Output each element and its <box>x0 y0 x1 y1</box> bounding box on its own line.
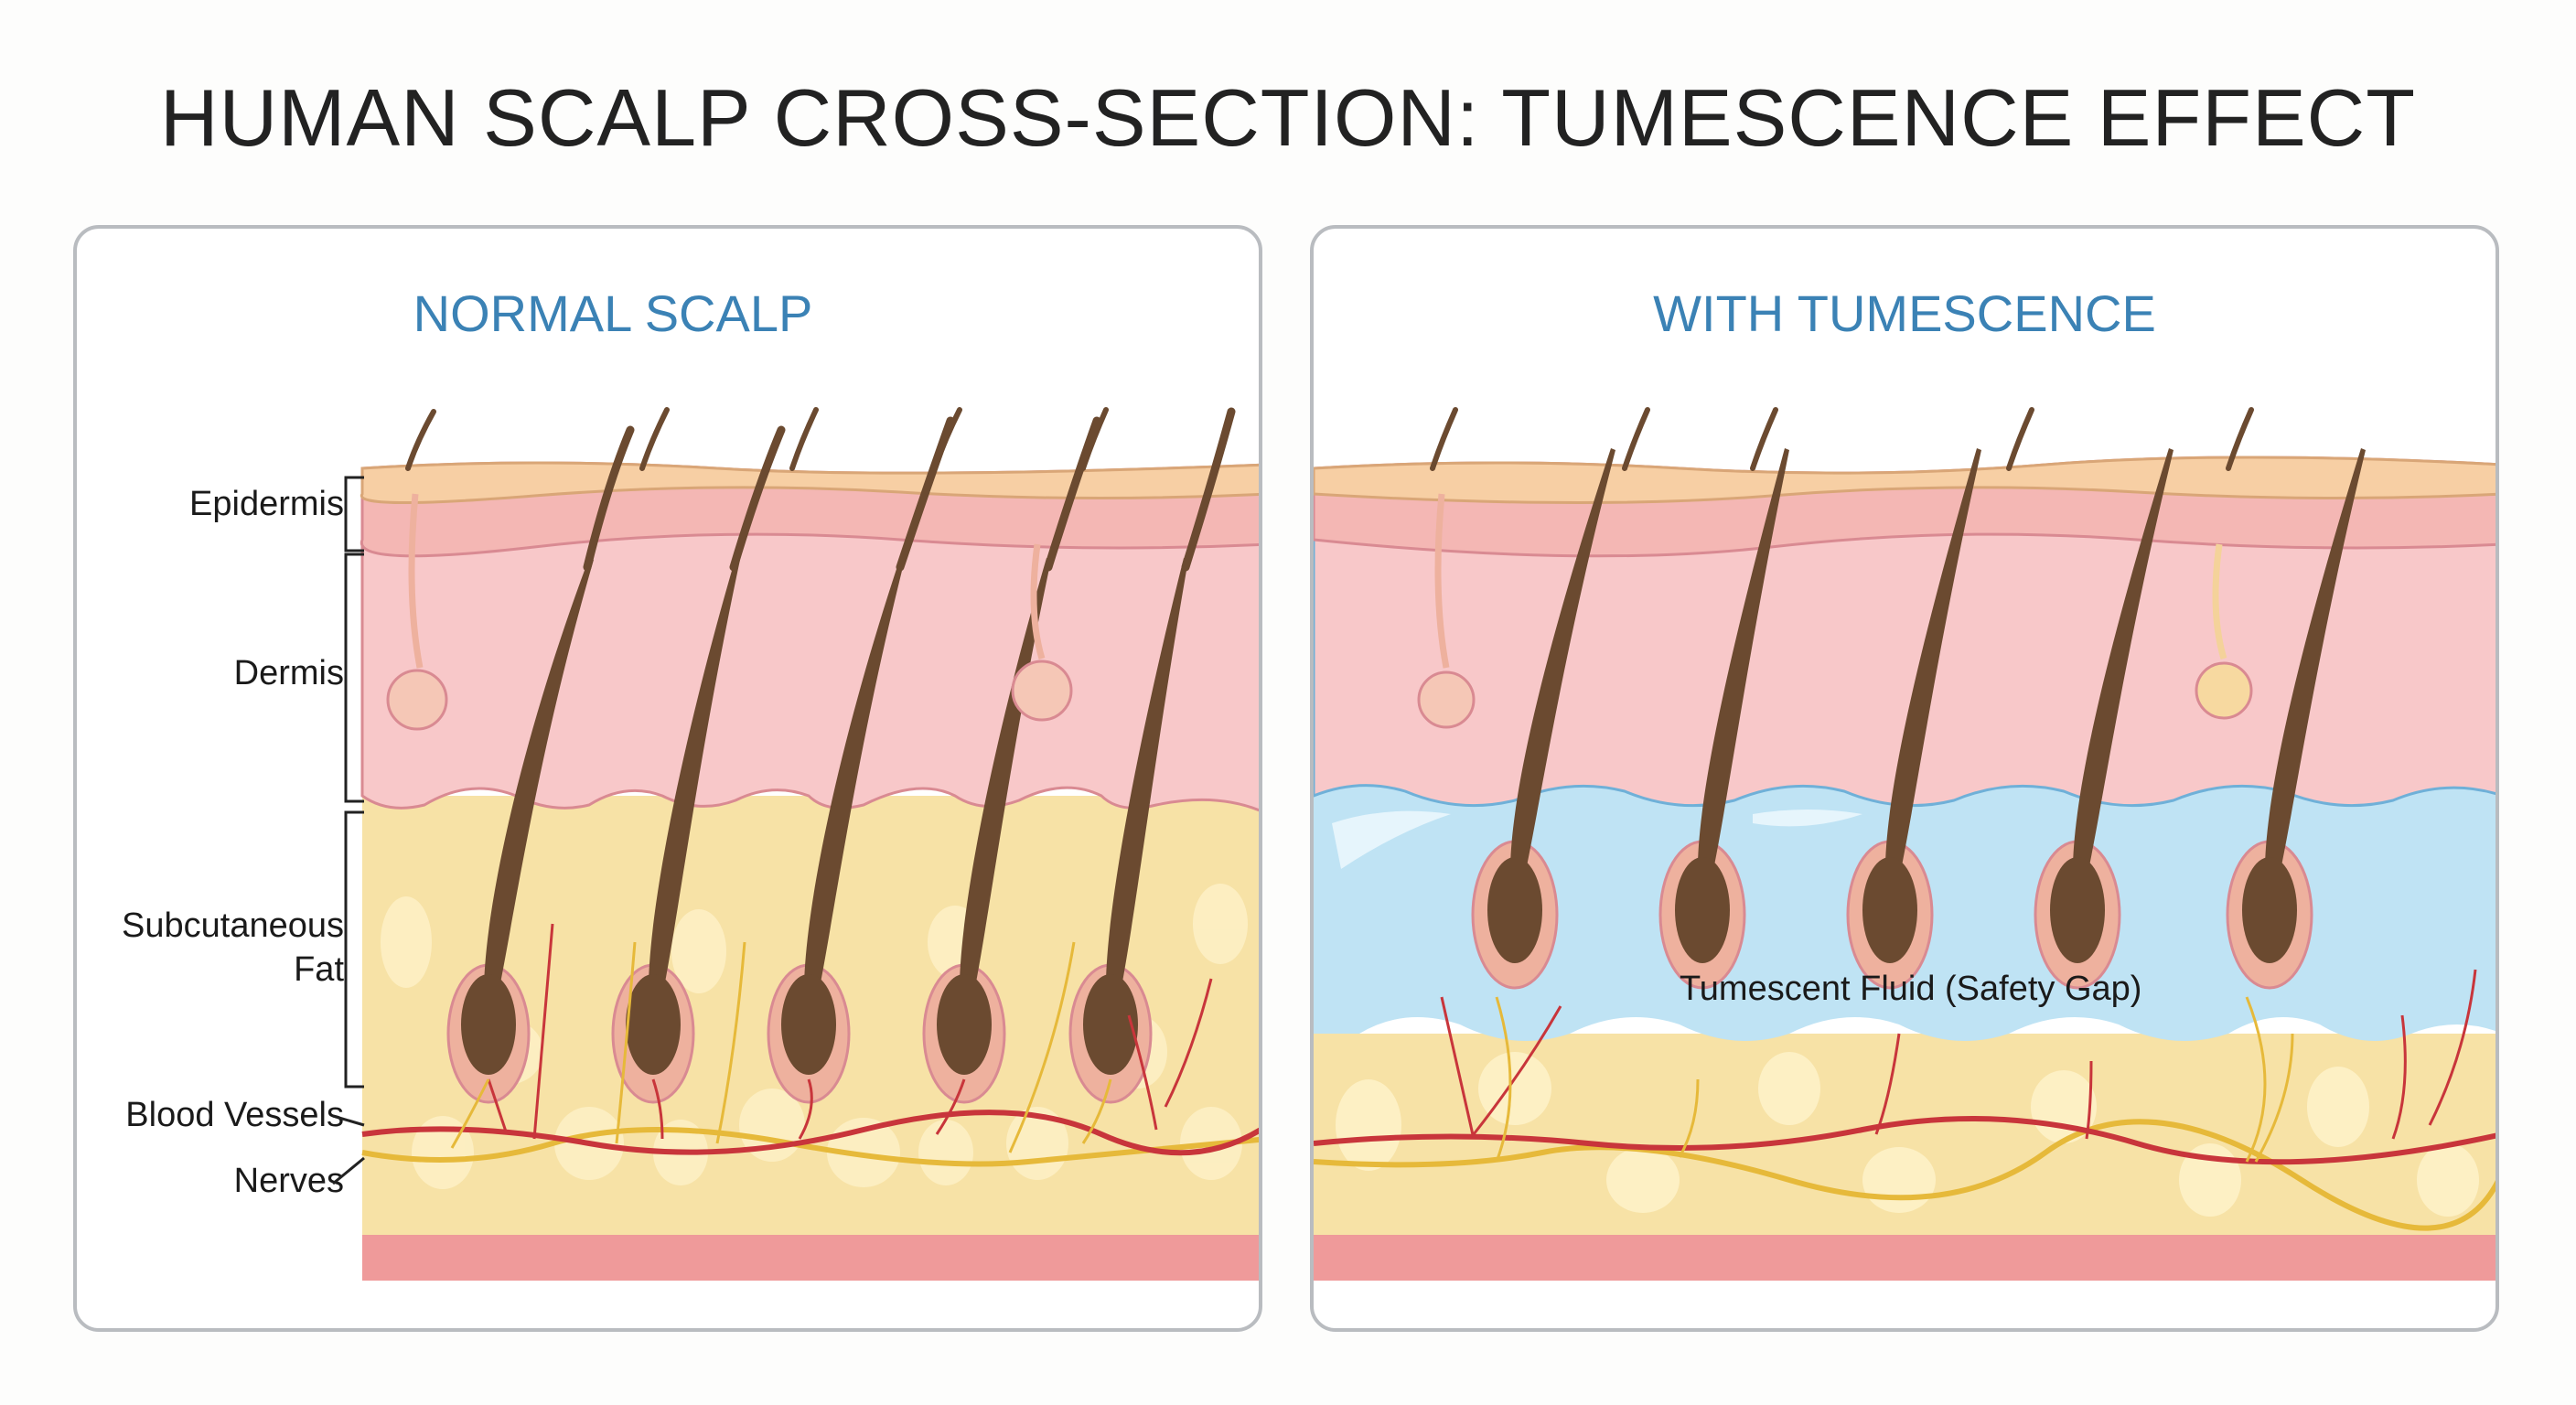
hair-follicle <box>767 558 905 1104</box>
hair-follicle <box>1658 448 1789 990</box>
hair-follicle <box>2226 448 2366 990</box>
hair-shafts <box>405 407 1236 572</box>
tumescence-panel: WITH TUMESCENCE <box>1310 225 2499 1332</box>
normal-scalp-panel: NORMAL SCALP <box>73 225 1262 1332</box>
branch-nerves <box>1495 996 2294 1163</box>
bracket-fat <box>344 810 364 1089</box>
hair-follicle <box>1068 558 1188 1104</box>
normal-scalp-illustration <box>360 407 1259 1281</box>
blood-vessel-main <box>361 1110 1259 1156</box>
leader-blood-vessels <box>332 1114 365 1127</box>
hair-follicle <box>446 558 594 1104</box>
sweat-glands <box>386 493 1073 731</box>
muscle-base-layer <box>362 1235 1259 1281</box>
label-blood-vessels: Blood Vessels <box>125 1096 344 1134</box>
leader-nerves <box>332 1156 365 1185</box>
stratum-corneum <box>360 461 1259 505</box>
bracket-epidermis <box>344 476 364 552</box>
label-fat-line1: Subcutaneous <box>122 906 344 945</box>
hair-follicle <box>1846 448 1981 990</box>
hair-follicle <box>611 558 740 1104</box>
label-fat-line2: Fat <box>294 950 344 989</box>
hair-follicle <box>922 558 1051 1104</box>
label-epidermis: Epidermis <box>189 485 344 523</box>
label-nerves: Nerves <box>233 1162 344 1200</box>
label-dermis: Dermis <box>233 654 344 692</box>
tumescent-fluid-label: Tumescent Fluid (Safety Gap) <box>1680 970 2142 1008</box>
label-subcutaneous-fat: Subcutaneous Fat <box>122 904 344 992</box>
blood-vessel-main <box>1314 1116 2496 1165</box>
tumescence-illustration <box>1314 407 2496 1281</box>
fluid-highlights <box>1332 810 1862 869</box>
hair-follicle <box>1471 448 1615 990</box>
branch-vessels <box>1440 969 2477 1140</box>
panel-title-normal: NORMAL SCALP <box>413 284 813 342</box>
hair-follicle <box>2034 448 2174 990</box>
sweat-glands <box>1417 493 2253 729</box>
fat-cells <box>1336 1052 2479 1217</box>
page-title: HUMAN SCALP CROSS-SECTION: TUMESCENCE EF… <box>160 72 2416 163</box>
hair-follicles <box>446 558 1188 1104</box>
bracket-dermis <box>344 552 364 803</box>
small-hairs <box>1430 407 2254 471</box>
branch-vessels <box>487 923 1213 1140</box>
hair-follicles <box>1471 448 2366 990</box>
nerve-main <box>1314 1119 2496 1231</box>
panel-title-tumescence: WITH TUMESCENCE <box>1653 284 2156 342</box>
muscle-base-layer <box>1314 1235 2496 1281</box>
branch-nerves <box>450 941 1112 1153</box>
